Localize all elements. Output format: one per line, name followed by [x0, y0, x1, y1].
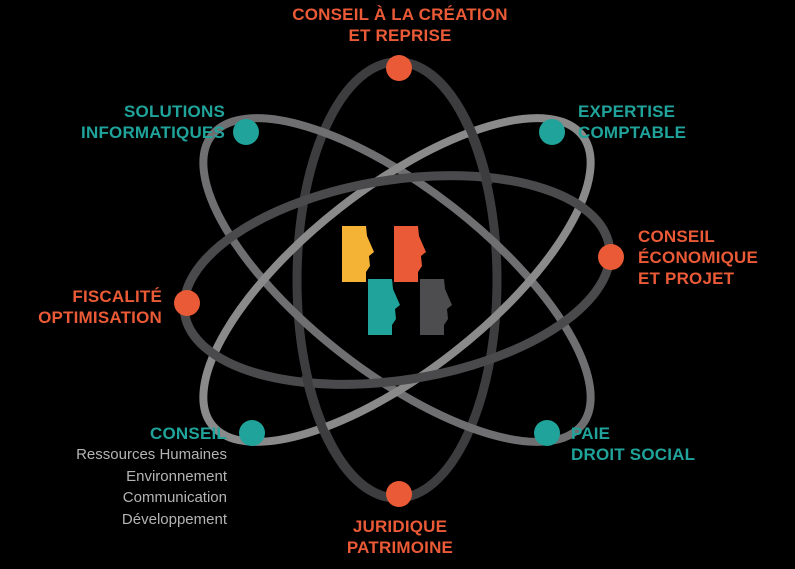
node-top-right-dot — [539, 119, 565, 145]
node-left-dot — [174, 290, 200, 316]
label-bottom-line-2: PATRIMOINE — [346, 538, 454, 557]
orbit-vertical-front-bottom — [301, 374, 398, 503]
orbit-diagonal-a — [199, 114, 595, 446]
label-top-left-line-1: SOLUTIONS — [124, 102, 225, 121]
sub-item: Communication — [122, 489, 227, 506]
label-top-right: EXPERTISE COMPTABLE — [578, 101, 686, 143]
label-bottom-left: CONSEIL — [20, 423, 227, 444]
sub-item: Développement — [121, 510, 227, 528]
label-right-line-2: ÉCONOMIQUE — [638, 248, 759, 267]
label-top: CONSEIL À LA CRÉATION ET REPRISE — [250, 4, 550, 46]
label-bottom-line-1: JURIDIQUE — [352, 517, 448, 536]
orbit-vertical-front-top — [396, 57, 493, 186]
node-bottom-dot — [386, 481, 412, 507]
label-top-right-line-1: EXPERTISE — [578, 102, 676, 121]
label-top-left-line-2: INFORMATIQUES — [81, 123, 225, 142]
face-yellow — [342, 226, 374, 282]
node-top-left-dot — [233, 119, 259, 145]
label-bottom-right: PAIE DROIT SOCIAL — [571, 423, 695, 465]
label-right: CONSEIL ÉCONOMIQUE ET PROJET — [638, 226, 758, 289]
label-bottom-right-line-2: DROIT SOCIAL — [571, 445, 696, 464]
sub-item: Environnement — [126, 467, 227, 485]
four-faces-logo — [342, 226, 452, 335]
label-bottom-left-sublist: Ressources Humaines Environnement Commun… — [20, 444, 227, 530]
label-top-line-2: ET REPRISE — [348, 26, 452, 45]
label-left: FISCALITÉ OPTIMISATION — [10, 286, 162, 328]
node-bottom-left-dot — [239, 420, 265, 446]
face-gray — [420, 279, 452, 335]
sub-item: Ressources Humaines — [76, 446, 227, 463]
label-right-line-3: ET PROJET — [638, 269, 735, 288]
label-top-right-line-2: COMPTABLE — [578, 123, 687, 142]
node-top-dot — [386, 55, 412, 81]
face-teal — [368, 279, 400, 335]
label-bottom: JURIDIQUE PATRIMOINE — [300, 516, 500, 558]
label-bottom-left-line-1: CONSEIL — [150, 424, 227, 443]
node-right-dot — [598, 244, 624, 270]
label-top-left: SOLUTIONS INFORMATIQUES — [20, 101, 225, 143]
orbit-diagonal-b — [199, 114, 595, 446]
label-left-line-1: FISCALITÉ — [72, 287, 162, 306]
face-orange — [394, 226, 426, 282]
label-left-line-2: OPTIMISATION — [38, 308, 162, 327]
label-bottom-right-line-1: PAIE — [571, 424, 611, 443]
node-bottom-right-dot — [534, 420, 560, 446]
label-top-line-1: CONSEIL À LA CRÉATION — [292, 5, 508, 24]
label-right-line-1: CONSEIL — [638, 227, 715, 246]
